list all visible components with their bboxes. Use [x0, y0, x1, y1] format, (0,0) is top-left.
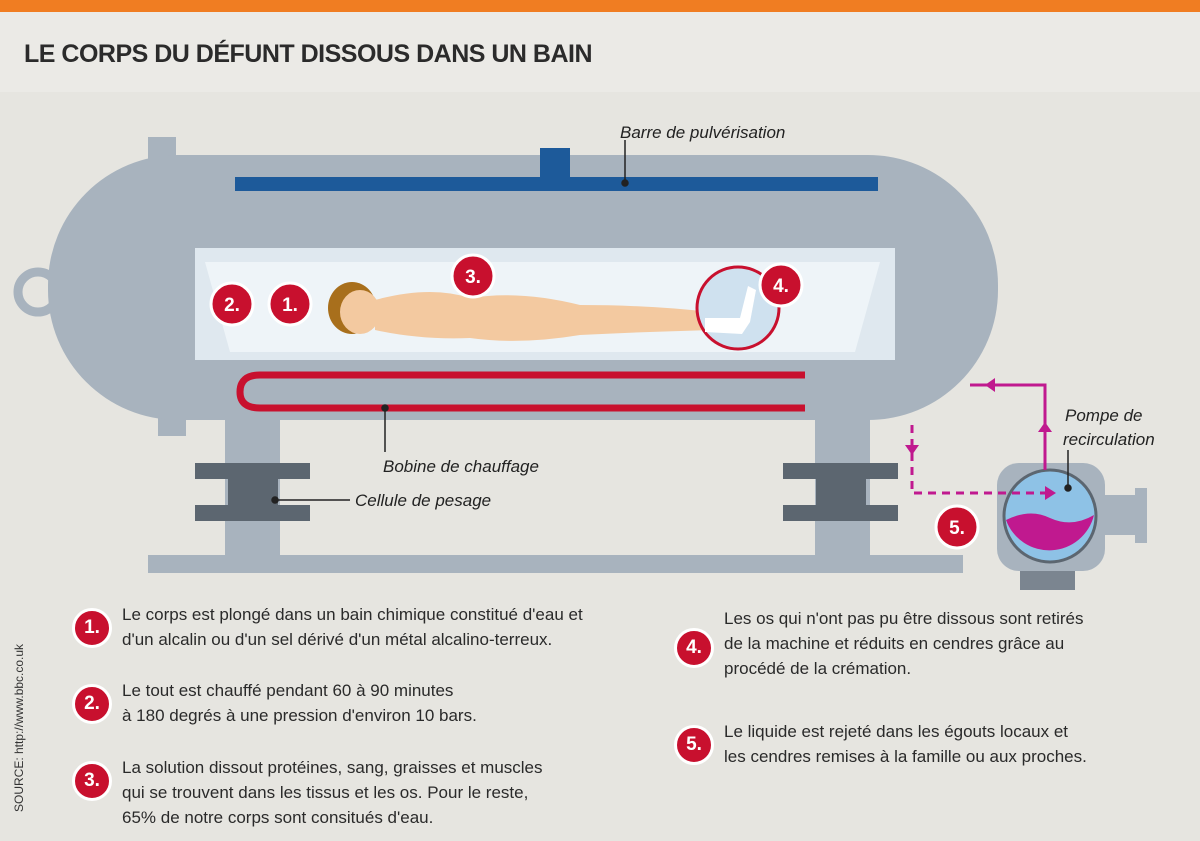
step-4: 4. Les os qui n'ont pas pu être dissous … [674, 606, 1084, 681]
top-accent-bar [0, 0, 1200, 12]
step-badge: 1. [72, 608, 112, 648]
step-text: Les os qui n'ont pas pu être dissous son… [724, 609, 1084, 628]
svg-text:2.: 2. [224, 295, 240, 316]
label-pump-2: recirculation [1063, 430, 1155, 449]
step-5: 5. Le liquide est rejeté dans les égouts… [674, 719, 1087, 769]
badge-5: 5. [934, 504, 980, 550]
step-1: 1. Le corps est plongé dans un bain chim… [72, 602, 583, 652]
flow-arrowheads [905, 378, 1056, 500]
label-load-cell: Cellule de pesage [355, 491, 491, 510]
spray-bar [235, 177, 878, 191]
recirculation-pump [997, 463, 1147, 590]
leader-lines [271, 140, 1072, 504]
step-text: procédé de la crémation. [724, 659, 912, 678]
label-pump-1: Pompe de [1065, 406, 1143, 425]
svg-text:5.: 5. [949, 518, 965, 539]
step-text: Le tout est chauffé pendant 60 à 90 minu… [122, 681, 454, 700]
header-band [0, 12, 1200, 92]
bone-icon [705, 286, 756, 334]
badge-2: 2. [209, 281, 255, 327]
heating-coil [236, 371, 805, 412]
step-text: qui se trouvent dans les tissus et les o… [122, 783, 529, 802]
base-rail [148, 555, 963, 573]
svg-text:1.: 1. [282, 295, 298, 316]
badge-4: 4. [758, 262, 804, 308]
body-figure [328, 282, 712, 341]
step-text: les cendres remises à la famille ou aux … [724, 747, 1087, 766]
step-3: 3. La solution dissout protéines, sang, … [72, 755, 543, 830]
step-text: à 180 degrés à une pression d'environ 10… [122, 706, 477, 725]
step-text: La solution dissout protéines, sang, gra… [122, 758, 543, 777]
label-heating-coil: Bobine de chauffage [383, 457, 539, 476]
step-text: Le corps est plongé dans un bain chimiqu… [122, 605, 583, 624]
svg-text:4.: 4. [773, 276, 789, 297]
step-text: d'un alcalin ou d'un sel dérivé d'un mét… [122, 630, 553, 649]
step-text: 65% de notre corps sont consitués d'eau. [122, 808, 434, 827]
step-badge: 2. [72, 684, 112, 724]
step-badge: 3. [72, 761, 112, 801]
source-credit: SOURCE: http://www.bbc.co.uk [12, 643, 26, 812]
step-badge: 4. [674, 628, 714, 668]
badge-3: 3. [450, 253, 496, 299]
step-2: 2. Le tout est chauffé pendant 60 à 90 m… [72, 678, 477, 728]
step-text: de la machine et réduits en cendres grâc… [724, 634, 1065, 653]
load-cell-left [195, 463, 310, 521]
badge-1: 1. [267, 281, 313, 327]
page-title: LE CORPS DU DÉFUNT DISSOUS DANS UN BAIN [24, 40, 593, 68]
step-badge: 5. [674, 725, 714, 765]
step-text: Le liquide est rejeté dans les égouts lo… [724, 722, 1069, 741]
svg-text:3.: 3. [465, 267, 481, 288]
cremation-tank-diagram: 2. 1. 3. 4. 5. Barre de pulvérisation Bo… [13, 123, 1155, 590]
label-spray-bar: Barre de pulvérisation [620, 123, 785, 142]
load-cell-right [783, 463, 898, 521]
